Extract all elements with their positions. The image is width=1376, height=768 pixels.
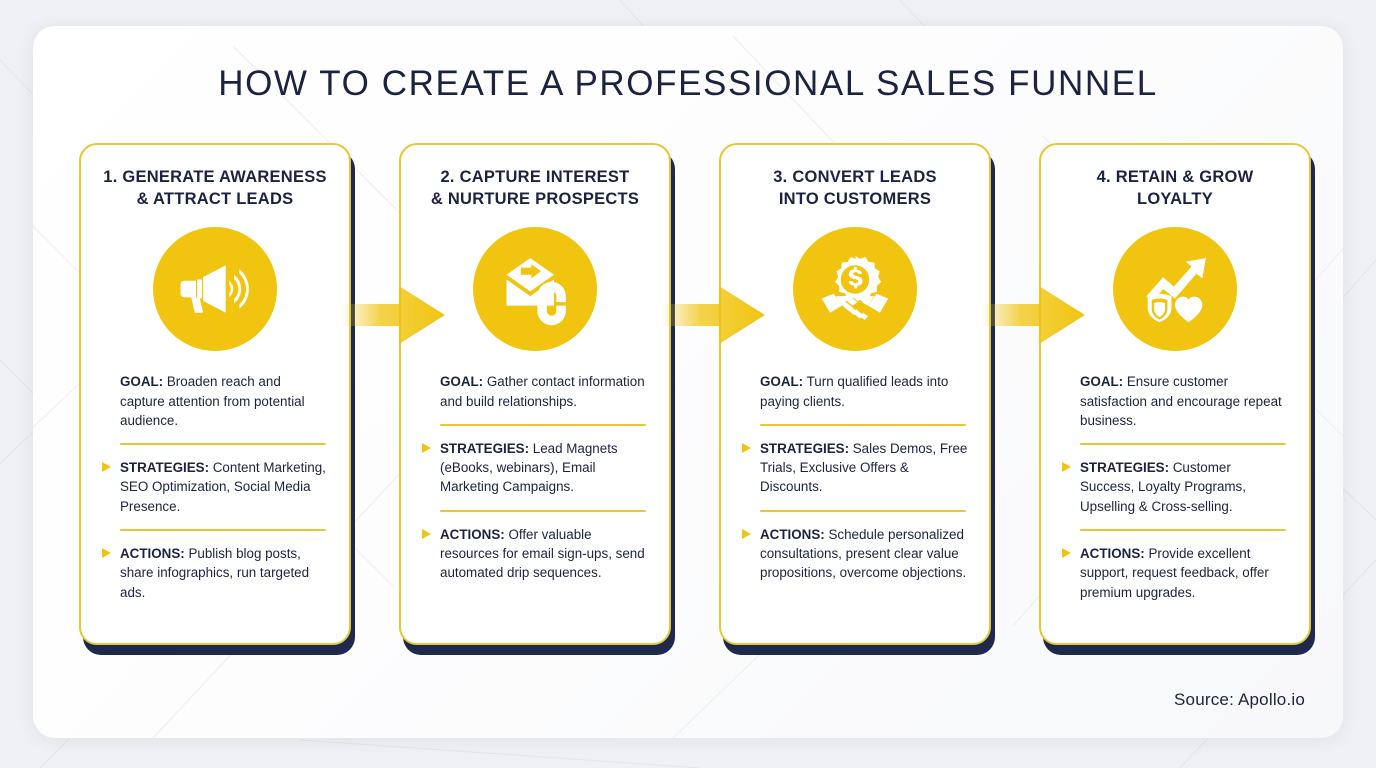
divider [1080,529,1286,531]
card-3-strategies-text: Sales Demos, Free Trials, Exclusive Offe… [760,440,968,495]
card-2-goal: GOAL: Gather contact information and bui… [422,372,648,411]
arrow-1-to-2-icon [341,286,445,344]
bullet-triangle-icon [422,528,431,539]
card-3-goal-text: Turn qualified leads into paying clients… [760,374,949,409]
card-3-actions: ACTIONS: Schedule personalized consultat… [742,525,968,583]
divider [760,423,966,426]
bullet-triangle-icon [742,528,751,539]
card-3-actions-text: Schedule personalized consultations, pre… [760,526,967,581]
card-4-body: GOAL: Ensure customer satisfaction and e… [1062,372,1288,602]
actions-label: ACTIONS: [760,526,825,542]
bullet-triangle-icon [102,548,111,558]
arrow-2-to-3-icon [661,286,765,344]
funnel-step-card-4[interactable]: 4. RETAIN & GROW LOYALTY GOAL: Ensure cu… [1039,143,1315,655]
card-2-strategies-text: Lead Magnets (eBooks, webinars), Email M… [440,440,618,495]
card-2-actions-text: Offer valuable resources for email sign-… [440,526,645,581]
card-1[interactable]: 1. GENERATE AWARENESS & ATTRACT LEADS [79,143,351,645]
card-2-goal-text: Gather contact information and build rel… [440,374,645,409]
goal-label: GOAL: [760,374,804,390]
card-3-title: 3. CONVERT LEADS INTO CUSTOMERS [773,168,937,208]
card-1-body: GOAL: Broaden reach and capture attentio… [102,372,328,602]
card-2-body: GOAL: Gather contact information and bui… [422,372,648,582]
card-1-goal: GOAL: Broaden reach and capture attentio… [102,372,328,430]
card-4-actions-text: Provide excellent support, request feedb… [1080,546,1269,600]
card-1-strategies: STRATEGIES: Content Marketing, SEO Optim… [102,458,328,516]
funnel-step-card-2[interactable]: 2. CAPTURE INTEREST & NURTURE PROSPECTS … [399,143,675,655]
card-1-goal-text: Broaden reach and capture attention from… [120,374,305,428]
card-2-title: 2. CAPTURE INTEREST & NURTURE PROSPECTS [430,168,640,208]
card-4-strategies: STRATEGIES: Customer Success, Loyalty Pr… [1062,458,1288,516]
card-3[interactable]: 3. CONVERT LEADS INTO CUSTOMERS [719,143,991,645]
divider [120,443,326,446]
bullet-triangle-icon [1062,462,1071,473]
source-attribution: Source: Apollo.io [1174,690,1305,709]
funnel-steps-container: 1. GENERATE AWARENESS & ATTRACT LEADS [79,143,1315,658]
card-4-goal: GOAL: Ensure customer satisfaction and e… [1062,372,1288,430]
email-magnet-icon [473,227,597,352]
card-4[interactable]: 4. RETAIN & GROW LOYALTY GOAL: Ensure cu… [1039,143,1311,645]
card-2[interactable]: 2. CAPTURE INTEREST & NURTURE PROSPECTS … [399,143,671,645]
divider [440,509,646,512]
bullet-triangle-icon [1062,548,1071,558]
card-3-body: GOAL: Turn qualified leads into paying c… [742,372,968,582]
actions-label: ACTIONS: [120,546,185,561]
goal-label: GOAL: [120,374,164,390]
goal-label: GOAL: [440,374,484,390]
card-3-goal: GOAL: Turn qualified leads into paying c… [742,372,968,411]
infographic-panel: HOW TO CREATE A PROFESSIONAL SALES FUNNE… [33,26,1343,738]
divider [1080,443,1286,446]
growth-shield-heart-icon [1113,227,1237,352]
arrow-3-to-4-icon [981,286,1085,344]
strategies-label: STRATEGIES: [440,440,530,456]
actions-label: ACTIONS: [440,526,505,542]
bullet-triangle-icon [102,462,111,473]
divider [760,509,966,512]
goal-label: GOAL: [1080,374,1124,390]
divider [440,423,646,426]
funnel-step-card-1[interactable]: 1. GENERATE AWARENESS & ATTRACT LEADS [79,143,355,655]
bullet-triangle-icon [422,442,431,453]
megaphone-icon [153,227,277,352]
strategies-label: STRATEGIES: [760,440,850,456]
card-4-title: 4. RETAIN & GROW LOYALTY [1096,168,1254,208]
handshake-dollar-icon [793,227,917,352]
divider [120,529,326,531]
bullet-triangle-icon [742,442,751,453]
card-1-actions-text: Publish blog posts, share infographics, … [120,546,310,600]
card-4-strategies-text: Customer Success, Loyalty Programs, Upse… [1080,460,1246,514]
card-4-actions: ACTIONS: Provide excellent support, requ… [1062,544,1288,602]
strategies-label: STRATEGIES: [1080,460,1170,476]
card-1-title: 1. GENERATE AWARENESS & ATTRACT LEADS [103,168,327,208]
strategies-label: STRATEGIES: [120,460,210,476]
card-1-actions: ACTIONS: Publish blog posts, share infog… [102,544,328,602]
card-2-strategies: STRATEGIES: Lead Magnets (eBooks, webina… [422,439,648,497]
card-1-strategies-text: Content Marketing, SEO Optimization, Soc… [120,460,326,514]
card-2-actions: ACTIONS: Offer valuable resources for em… [422,525,648,583]
card-3-strategies: STRATEGIES: Sales Demos, Free Trials, Ex… [742,439,968,497]
funnel-step-card-3[interactable]: 3. CONVERT LEADS INTO CUSTOMERS [719,143,995,655]
actions-label: ACTIONS: [1080,546,1145,561]
page-title: HOW TO CREATE A PROFESSIONAL SALES FUNNE… [218,64,1158,103]
card-4-goal-text: Ensure customer satisfaction and encoura… [1080,374,1282,428]
